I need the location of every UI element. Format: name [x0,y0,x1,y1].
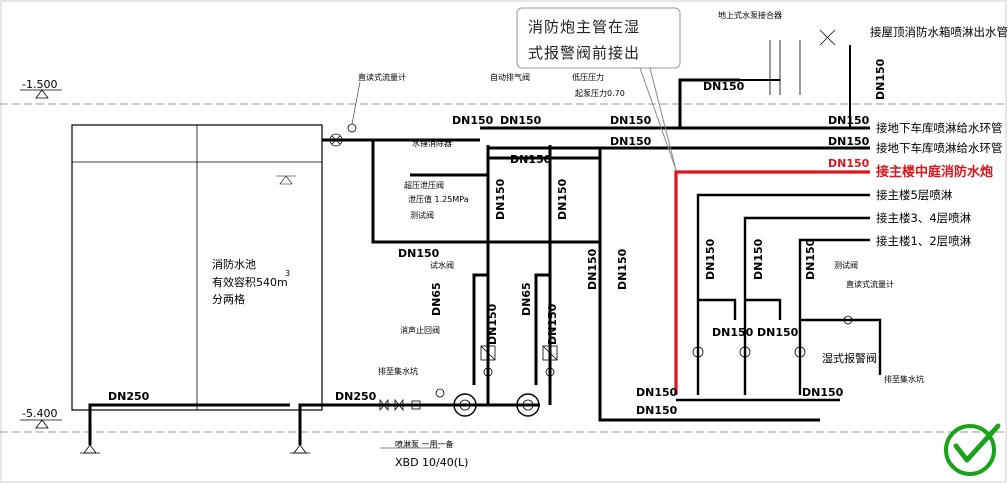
callout-box: 消防炮主管在湿 式报警阀前接出 [516,7,681,171]
drain2-label: 排至集水坑 [884,374,924,384]
roof-pipe [740,45,851,128]
dn250-left: DN250 [108,390,150,403]
level-marker-upper: -1.500 [20,78,62,99]
test-valve2-label: 试水阀 [430,260,454,270]
flowmeter-label: 直读式流量计 [358,72,406,82]
test-valve-label: 测试阀 [410,210,434,220]
dn65-1: DN65 [430,282,443,316]
dn150-vert-6: DN150 [616,248,629,290]
pump-1 [453,393,477,417]
main-header [322,78,870,422]
dn150-main-b: DN150 [500,114,542,127]
dn150-vert-5: DN150 [586,248,599,290]
dn150-stub-1: DN150 [712,326,754,339]
dest-roof: 接屋顶消防水箱喷淋出水管 [870,25,1008,39]
low-pressure-label: 低压压力 [572,72,604,82]
check-valves [480,345,558,377]
pump-2 [516,393,540,417]
cannon-pipe [674,170,870,395]
dn150-vert-1: DN150 [494,178,507,220]
dn150-bottom-a: DN150 [636,386,678,399]
level-marker-lower: -5.400 [20,407,62,429]
relief-label: 超压泄压阀 [404,180,444,190]
callout-line2: 式报警阀前接出 [528,44,640,62]
dn150-main-d: DN150 [610,114,652,127]
dest-garage1: 接地下车库喷淋给水环管 [876,121,1003,135]
pool-line1: 消防水池 [212,257,256,271]
pool-line2: 有效容积540m [212,275,288,289]
test-return-pipe [371,140,600,244]
pump-model: XBD 10/40(L) [395,456,468,469]
dest-floor34: 接主楼3、4层喷淋 [876,211,972,225]
check-mark-icon [944,423,1001,476]
dn150-main-e: DN150 [610,135,652,148]
dn150-main-c: DN150 [510,153,552,166]
relief-value-label: 泄压值 1.25MPa [408,194,469,204]
start-pressure-label: 起泵压力0.70 [575,88,625,98]
suction-pipes [88,403,540,445]
dn150-bottom-c: DN150 [802,386,844,399]
dn150-red: DN150 [828,157,870,170]
alarm-valves [692,315,853,358]
level-lower-text: -5.400 [22,407,57,420]
dn150-vert-4: DN150 [546,303,559,345]
dest-floor5: 接主楼5层喷淋 [876,188,953,202]
fire-water-pool: 消防水池 有效容积540m 3 分两格 [71,124,323,411]
suction-foot-valves [80,444,310,454]
dn150-main-f: DN150 [703,80,745,93]
dn65-2: DN65 [520,282,533,316]
dest-cannon: 接主楼中庭消防水炮 [876,164,993,180]
pool-sup: 3 [285,269,290,278]
dn150-branch-3: DN150 [804,238,817,280]
dn150-branch-1: DN150 [704,238,717,280]
dn150-bottom-b: DN150 [636,404,678,417]
dn250-right: DN250 [335,390,377,403]
dn150-roof: DN150 [874,58,887,100]
dn150-stub-2: DN150 [757,326,799,339]
dn150-vert-3: DN150 [486,303,499,345]
callout-line1: 消防炮主管在湿 [528,18,640,36]
dn150-right-2: DN150 [828,135,870,148]
test-valve3-label: 测试阀 [834,260,858,270]
flowmeter [329,123,357,147]
dn150-right-1: DN150 [828,114,870,127]
discharge-pipes [472,145,552,405]
auto-vent-label: 自动排气阀 [490,72,530,82]
dn150-main-a: DN150 [452,114,494,127]
dn150-vert-2: DN150 [556,178,569,220]
hammer-label: 水锤消除器 [412,138,452,148]
wet-alarm-branches [676,193,882,402]
drain-label: 排至集水坑 [378,366,418,376]
pool-line3: 分两格 [212,292,245,306]
pump-connector [769,29,836,95]
suction-valves [379,388,445,412]
level-upper-text: -1.500 [22,78,57,91]
dn150-branch-2: DN150 [752,238,765,280]
dest-floor12: 接主楼1、2层喷淋 [876,234,972,248]
dn150-test: DN150 [398,247,440,260]
flowmeter2-label: 直读式流量计 [846,279,894,289]
silencer-label: 消声止回阀 [400,325,440,335]
wet-alarm-label: 湿式报警阀 [822,351,877,365]
tank-pump-label: 地上式水泵接合器 [718,10,782,20]
dest-garage2: 接地下车库喷淋给水环管 [876,141,1003,155]
pump-label: 喷淋泵 一用一备 [395,439,454,449]
